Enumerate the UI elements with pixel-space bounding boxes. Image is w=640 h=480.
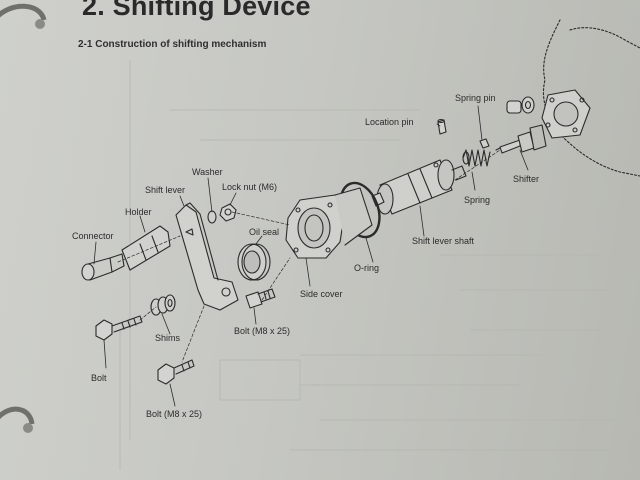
side-cover — [285, 187, 373, 259]
oil-seal — [237, 243, 271, 281]
shims-part — [150, 294, 176, 316]
label-spring: Spring — [464, 195, 491, 205]
holder-part — [121, 225, 171, 271]
lock-nut — [219, 203, 237, 222]
spring-pin — [479, 138, 490, 149]
transmission-housing — [542, 19, 640, 177]
bolt-m8-bottom — [157, 359, 195, 385]
page-title: 2. Shifting Device — [82, 0, 311, 21]
label-lock-nut: Lock nut (M6) — [222, 182, 278, 192]
bolt-m8-top — [245, 288, 276, 309]
label-oil-seal: Oil seal — [249, 227, 280, 237]
shifter-part — [495, 124, 547, 154]
label-washer: Washer — [192, 167, 223, 177]
label-o-ring: O-ring — [354, 263, 380, 273]
label-shifter: Shifter — [513, 174, 540, 184]
bolt-left — [95, 315, 143, 341]
label-spring-pin: Spring pin — [455, 93, 496, 103]
plug-icon — [506, 96, 535, 114]
shift-lever — [175, 202, 239, 311]
connector-part — [81, 253, 125, 281]
label-bolt: Bolt — [91, 373, 107, 383]
location-pin — [437, 118, 447, 135]
label-bolt-m8-top: Bolt (M8 x 25) — [234, 326, 291, 336]
spring-part — [462, 149, 491, 167]
label-location-pin: Location pin — [365, 117, 414, 127]
label-connector: Connector — [72, 231, 114, 241]
label-side-cover: Side cover — [300, 289, 343, 299]
label-holder: Holder — [125, 207, 152, 217]
section-subtitle: 2-1 Construction of shifting mechanism — [78, 39, 267, 50]
label-bolt-m8-bottom: Bolt (M8 x 25) — [146, 409, 203, 419]
shift-lever-shaft — [371, 159, 467, 215]
label-shift-lever-shaft: Shift lever shaft — [412, 236, 475, 246]
binder-ring-top-icon — [0, 3, 47, 21]
label-shims: Shims — [155, 333, 181, 343]
label-shift-lever: Shift lever — [145, 185, 186, 195]
binder-ring-bottom-icon — [0, 406, 35, 425]
